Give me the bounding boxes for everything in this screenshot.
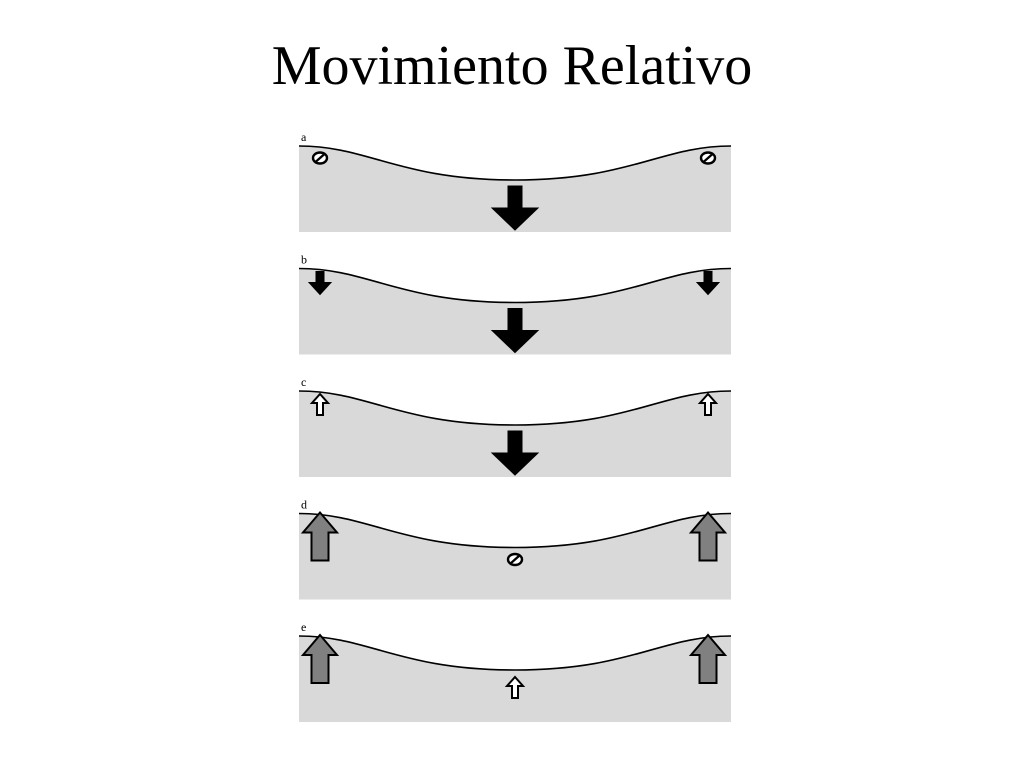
arrow-down-small-icon [307,271,333,296]
panel-b: b [298,253,732,355]
no-motion-icon [311,151,329,165]
arrow-up-small-outline-icon [697,392,719,416]
arrow-down-large-icon [490,308,540,354]
arrow-up-small-outline-icon [309,392,331,416]
panel-d: d [298,498,732,600]
panel-c: c [298,375,732,477]
no-motion-icon [699,151,717,165]
panel-label: b [301,253,307,267]
surface-line [298,267,732,304]
slide-title: Movimiento Relativo [271,35,753,97]
arrow-up-large-gray-icon [688,633,728,684]
no-motion-icon [506,552,524,567]
surface-line [298,145,732,181]
arrow-up-small-outline-icon [504,675,526,699]
arrow-up-large-gray-icon [688,510,728,562]
panel-label: e [301,620,306,634]
arrow-down-large-icon [490,185,540,231]
panel-e: e [298,620,732,722]
surface-line [298,390,732,426]
panel-a: a [298,130,732,232]
surface-line [298,635,732,671]
arrow-down-large-icon [490,430,540,476]
panel-label: a [301,130,307,144]
arrow-up-large-gray-icon [300,510,340,562]
panel-label: c [301,375,306,389]
panel-label: d [301,498,307,512]
arrow-up-large-gray-icon [300,633,340,684]
relative-motion-diagram: a b c d e [298,130,732,722]
surface-line [298,512,732,549]
arrow-down-small-icon [695,271,721,296]
